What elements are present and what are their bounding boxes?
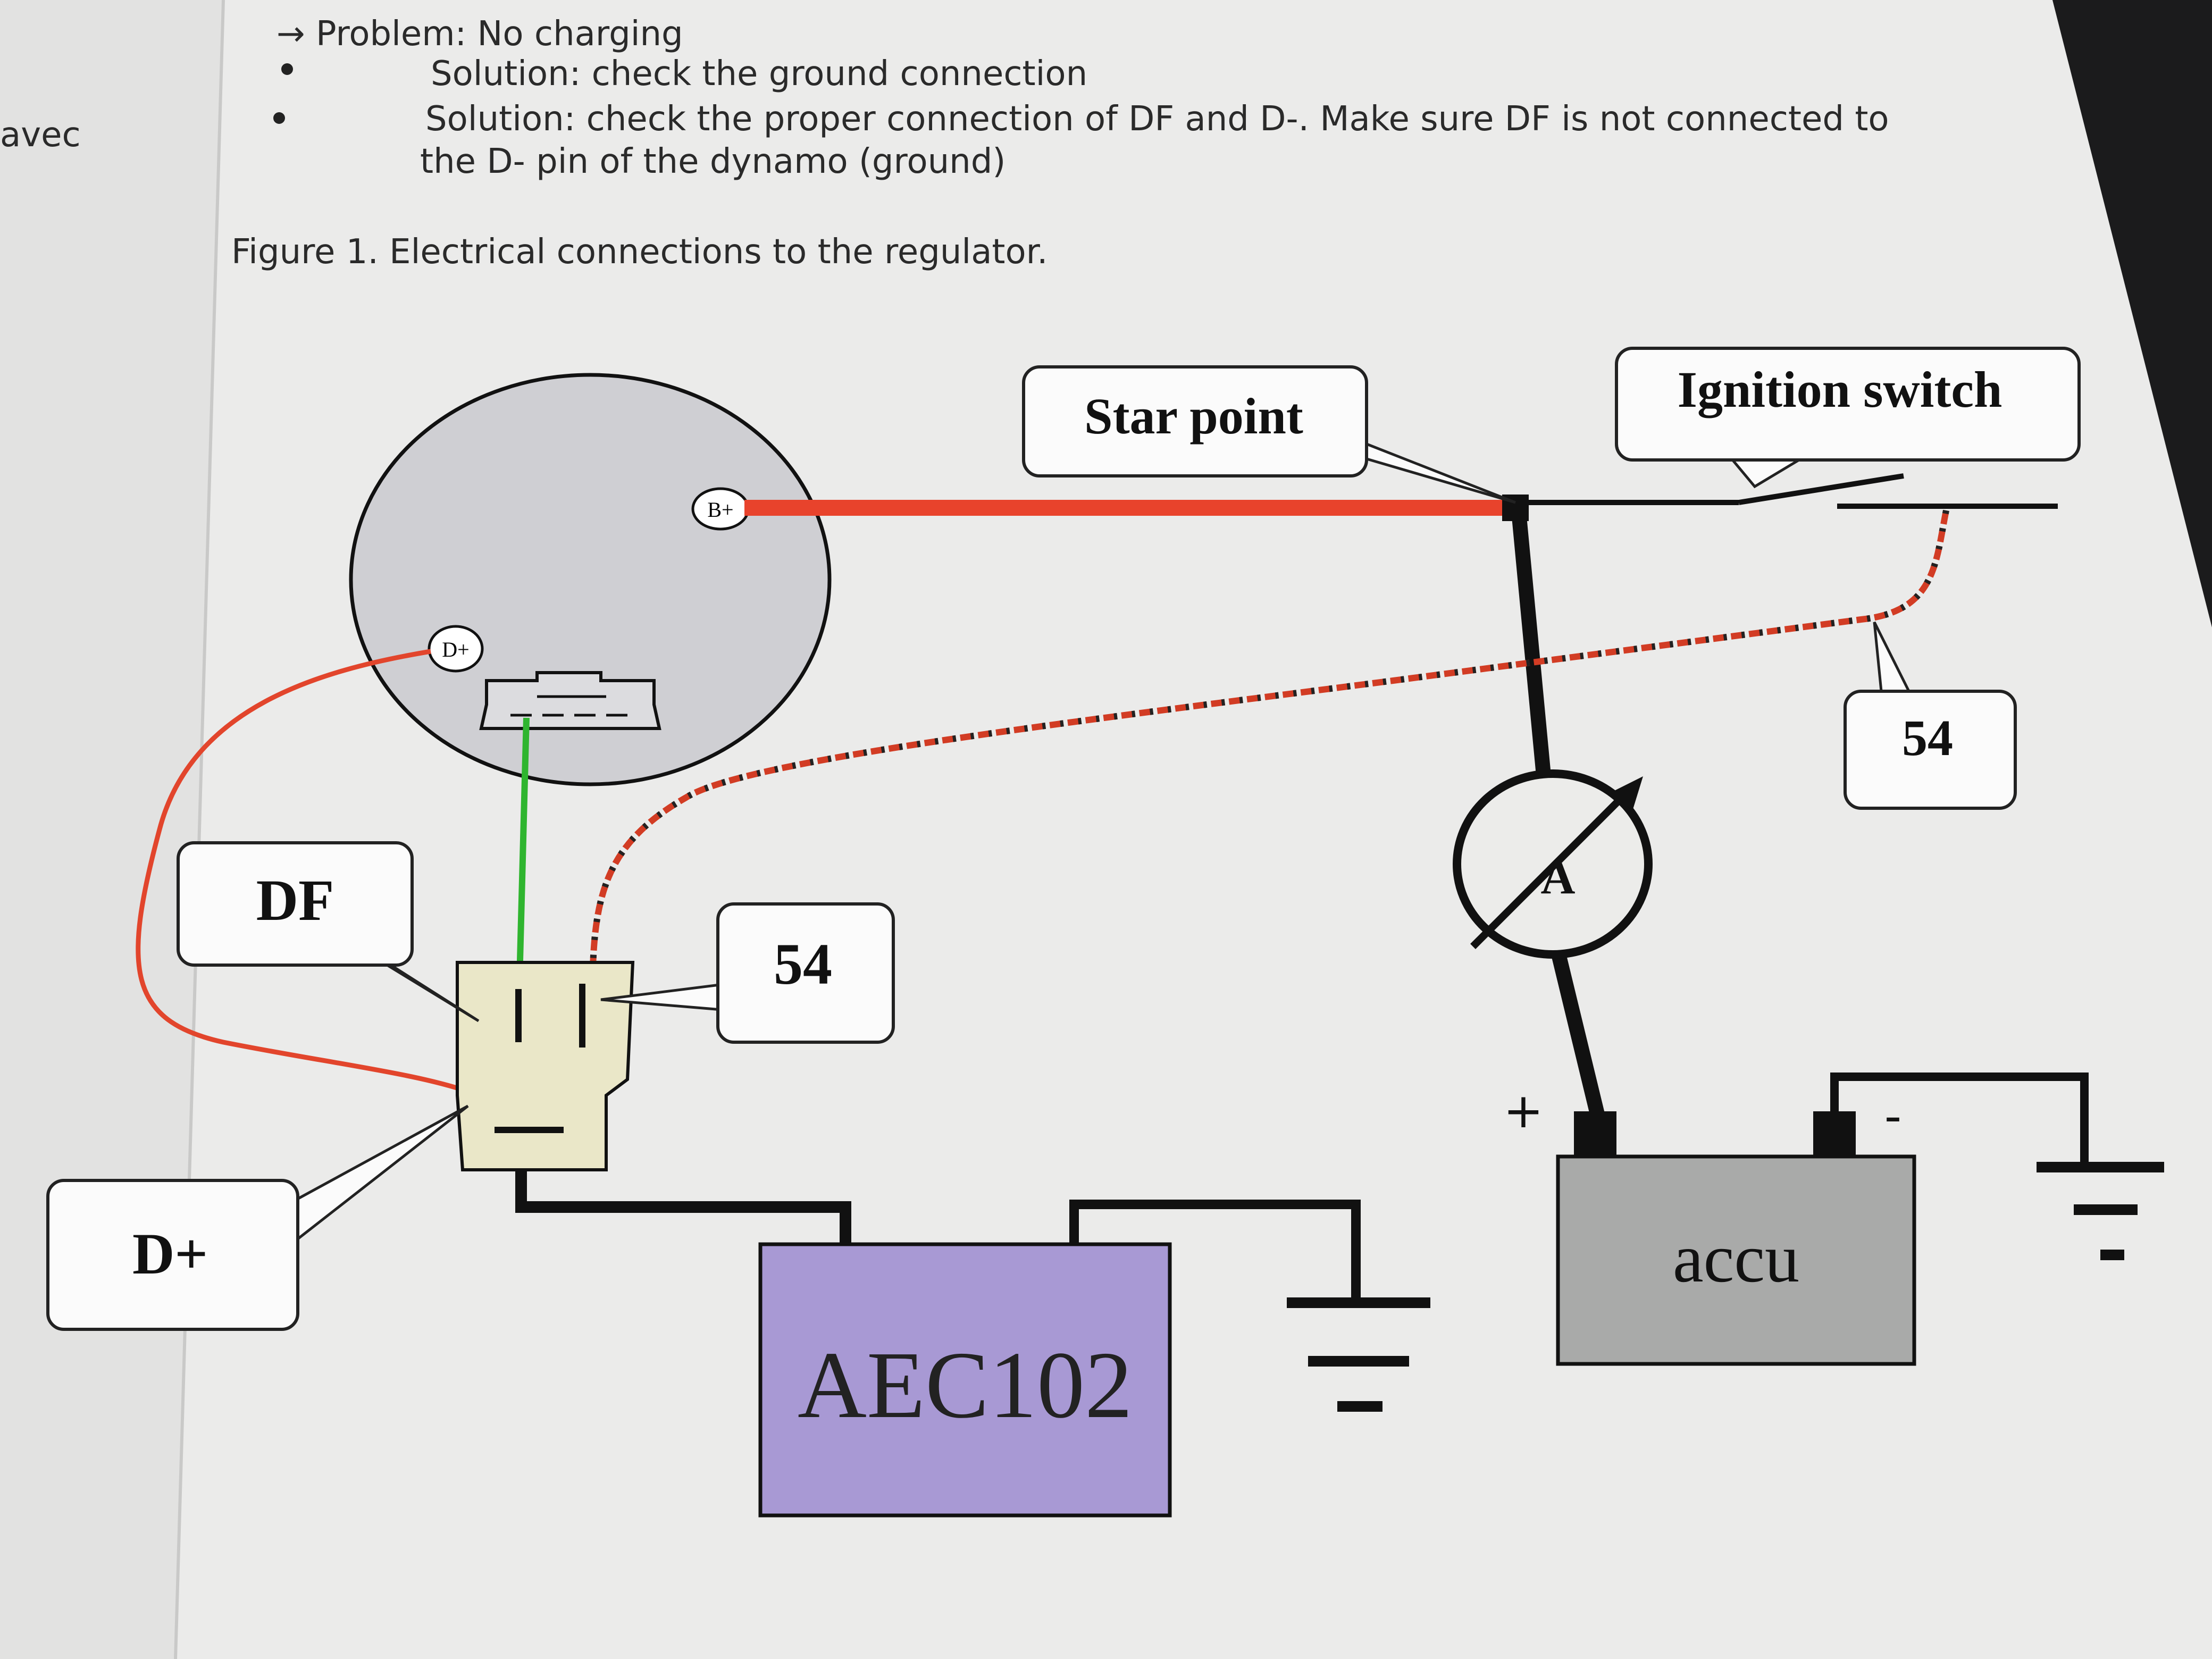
page-fold-line	[174, 0, 225, 1659]
ammeter-arrowhead	[1611, 776, 1643, 811]
accu-label: accu	[1673, 1220, 1799, 1297]
ignition-switch-pointer	[1727, 453, 1809, 489]
terminal-b-plus-label: B+	[707, 498, 733, 522]
regulator-54-pointer	[600, 982, 729, 1012]
solution-2-line2: the D- pin of the dynamo (ground)	[420, 142, 1006, 181]
star-point-pointer	[1361, 442, 1516, 504]
d-plus-wire	[136, 649, 480, 1098]
switch-54-pointer	[1873, 621, 1916, 703]
aec102-regulator-box	[758, 1242, 1172, 1518]
switch-lever	[1738, 473, 1904, 505]
star-point-callout	[1022, 365, 1368, 477]
problem-line: → Problem: No charging	[276, 14, 683, 54]
d-plus-text: D+	[132, 1221, 208, 1286]
accu-ground-wire	[1830, 1073, 2089, 1164]
switch-54-callout	[1844, 690, 2017, 810]
aec102-label: AEC102	[798, 1332, 1133, 1438]
battery-minus-post	[1813, 1111, 1856, 1159]
switch-54-text: 54	[1902, 709, 1953, 766]
ammeter-to-battery-wire	[1551, 950, 1608, 1129]
solution-2-line1: Solution: check the proper connection of…	[425, 99, 1889, 139]
battery-plus-sign: +	[1503, 1083, 1543, 1139]
ignition-switch-callout	[1615, 347, 2081, 462]
df-text: DF	[256, 868, 334, 933]
solution-1: Solution: check the ground connection	[431, 54, 1087, 94]
ignition-switch-text: Ignition switch	[1678, 361, 2002, 418]
ammeter-a-symbol: A	[1541, 851, 1576, 904]
regulator-54-callout	[716, 902, 895, 1044]
star-to-ammeter-wire	[1511, 504, 1552, 788]
regulator-terminal-block	[456, 961, 635, 1171]
battery-plus-post	[1574, 1111, 1616, 1159]
star-point-text: Star point	[1084, 388, 1303, 445]
d-plus-callout	[46, 1179, 299, 1331]
aec-ground-wire	[1069, 1200, 1361, 1297]
ammeter-needle	[1470, 784, 1635, 949]
bullet-1	[281, 63, 293, 75]
battery-minus-sign: -	[1884, 1088, 1901, 1144]
accu-battery	[1556, 1154, 1916, 1366]
figure-caption: Figure 1. Electrical connections to the …	[231, 232, 1048, 272]
dynamo-connector	[479, 671, 661, 730]
wire-54	[590, 509, 1949, 968]
regulator-to-aec-wire	[515, 1164, 851, 1244]
margin-word: avec	[0, 115, 81, 155]
d-plus-pointer	[291, 1104, 469, 1240]
terminal-d-plus-label: D+	[442, 638, 469, 661]
terminal-d-plus-circle	[428, 625, 484, 673]
bullet-2	[273, 112, 285, 124]
regulator-54-text: 54	[774, 932, 832, 996]
df-callout	[177, 841, 414, 967]
dynamo-body	[349, 373, 832, 786]
